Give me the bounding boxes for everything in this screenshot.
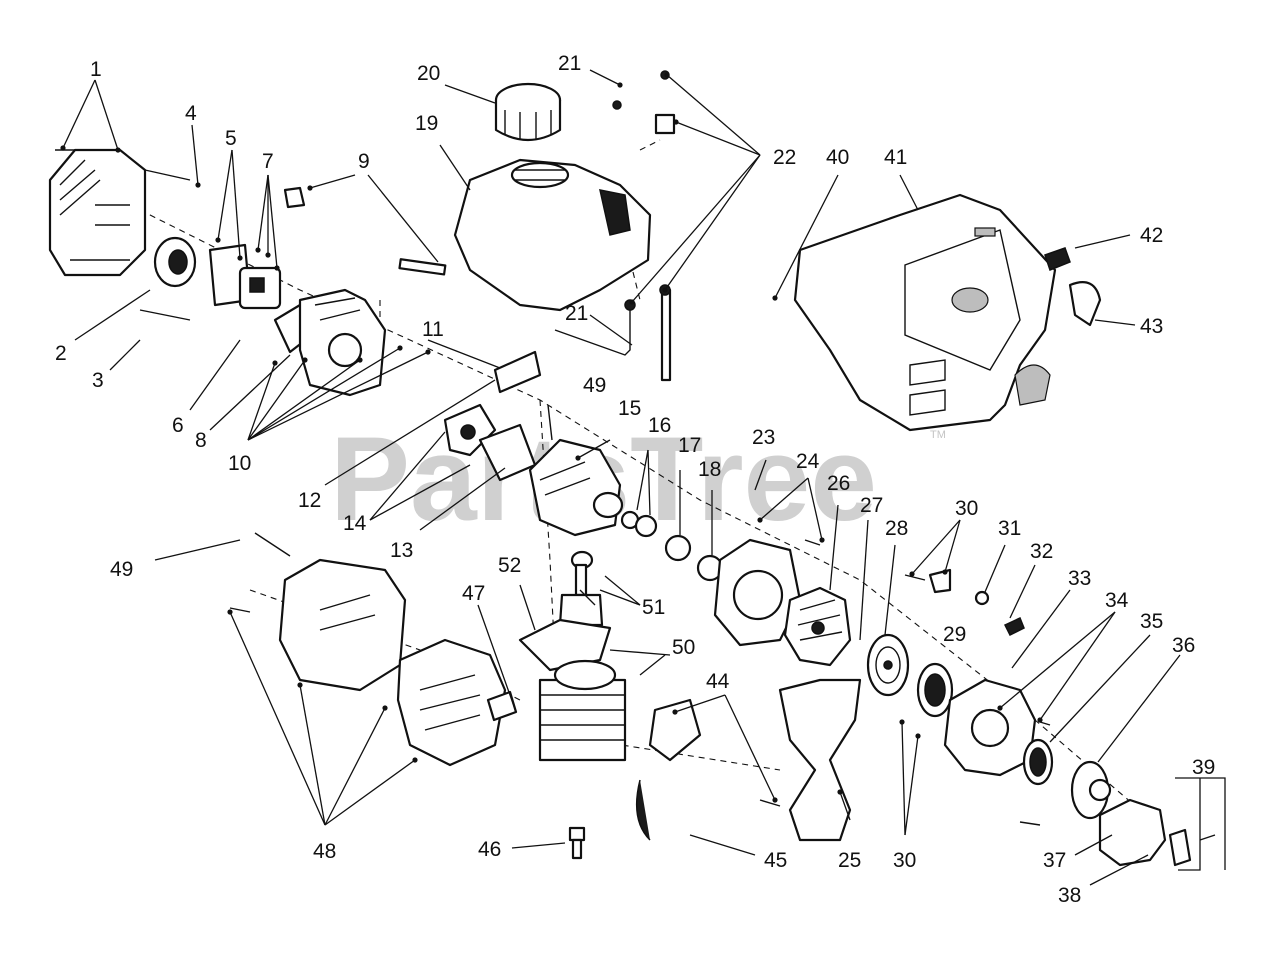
callout-8: 8 <box>195 429 207 452</box>
callout-26: 26 <box>827 472 850 495</box>
callout-24: 24 <box>796 450 820 473</box>
callout-51: 51 <box>642 596 665 619</box>
callout-21-top: 21 <box>558 52 581 75</box>
crankcase-seal <box>153 236 197 288</box>
flywheel-housing <box>713 538 802 647</box>
callout-31: 31 <box>998 517 1021 540</box>
callout-34: 34 <box>1105 589 1129 612</box>
switch <box>1044 247 1071 271</box>
muffler-shield <box>278 558 407 692</box>
trim-guard-clip <box>1168 828 1192 867</box>
muffler <box>396 638 507 767</box>
callout-13: 13 <box>390 539 413 562</box>
callout-49-top: 49 <box>583 374 606 397</box>
callout-45: 45 <box>764 849 787 872</box>
engine-cover <box>793 193 1057 432</box>
rear-housing-cover <box>48 148 147 277</box>
leader-lines <box>60 69 1226 886</box>
fuel-cap <box>494 82 562 141</box>
callout-46: 46 <box>478 838 501 861</box>
cylinder-head <box>528 438 624 537</box>
callout-48: 48 <box>313 840 336 863</box>
starter-housing <box>943 616 1037 777</box>
callout-1: 1 <box>90 58 102 81</box>
clutch-shoe <box>1070 760 1112 820</box>
switch-bracket <box>1068 281 1102 327</box>
callout-41: 41 <box>884 146 907 169</box>
callout-7: 7 <box>262 150 274 173</box>
callout-50: 50 <box>672 636 695 659</box>
piston-connecting-rod <box>558 550 604 627</box>
callout-21-bottom: 21 <box>565 302 588 325</box>
callout-3: 3 <box>92 369 104 392</box>
callout-49-left: 49 <box>110 558 133 581</box>
callout-36: 36 <box>1172 634 1195 657</box>
recoil-spring <box>916 662 954 718</box>
callout-17: 17 <box>678 434 701 457</box>
callout-14: 14 <box>343 512 367 535</box>
spark-plug <box>568 826 586 860</box>
callout-20: 20 <box>417 62 440 85</box>
callout-37: 37 <box>1043 849 1066 872</box>
gear-housing <box>1098 798 1167 867</box>
engine-cylinder <box>538 659 627 762</box>
callout-9: 9 <box>358 150 370 173</box>
callout-2: 2 <box>55 342 67 365</box>
fuel-line <box>398 258 447 276</box>
callout-10: 10 <box>228 452 251 475</box>
drive-bracket <box>778 678 862 842</box>
callout-25: 25 <box>838 849 861 872</box>
callout-39: 39 <box>1192 756 1215 779</box>
bearings <box>620 510 724 582</box>
callout-30-bottom: 30 <box>893 849 916 872</box>
callout-16: 16 <box>648 414 671 437</box>
primer-bulb <box>283 186 306 209</box>
callout-6: 6 <box>172 414 184 437</box>
cylinder-gasket <box>518 618 612 672</box>
fuel-tank <box>453 158 652 312</box>
callout-40: 40 <box>826 146 849 169</box>
callout-47: 47 <box>462 582 485 605</box>
callout-42: 42 <box>1140 224 1163 247</box>
callout-27: 27 <box>860 494 883 517</box>
callout-22: 22 <box>773 146 796 169</box>
watermark-trademark: TM <box>930 429 946 441</box>
callout-19: 19 <box>415 112 438 135</box>
air-filter-housing <box>298 288 387 397</box>
callout-35: 35 <box>1140 610 1163 633</box>
callout-11: 11 <box>422 318 444 341</box>
callout-28: 28 <box>885 517 908 540</box>
hardware <box>55 70 1216 841</box>
callout-52: 52 <box>498 554 521 577</box>
callout-30-top: 30 <box>955 497 978 520</box>
ignition-module <box>635 698 702 841</box>
callout-15: 15 <box>618 397 641 420</box>
callout-33: 33 <box>1068 567 1091 590</box>
callout-38: 38 <box>1058 884 1081 907</box>
callout-labels: 1 2 3 4 5 6 7 8 9 10 11 12 13 14 15 16 1… <box>55 52 1215 907</box>
callout-43: 43 <box>1140 315 1163 338</box>
callout-4: 4 <box>185 102 197 125</box>
choke-lever <box>493 350 542 394</box>
callout-5: 5 <box>225 127 237 150</box>
callout-32: 32 <box>1030 540 1053 563</box>
callout-18: 18 <box>698 458 721 481</box>
callout-23: 23 <box>752 426 775 449</box>
callout-44: 44 <box>706 670 730 693</box>
carburetor <box>238 266 282 310</box>
starter-pulley <box>866 633 910 697</box>
callout-29: 29 <box>943 623 966 646</box>
callout-12: 12 <box>298 489 321 512</box>
flywheel <box>783 586 852 667</box>
clutch-drum <box>1022 738 1054 786</box>
